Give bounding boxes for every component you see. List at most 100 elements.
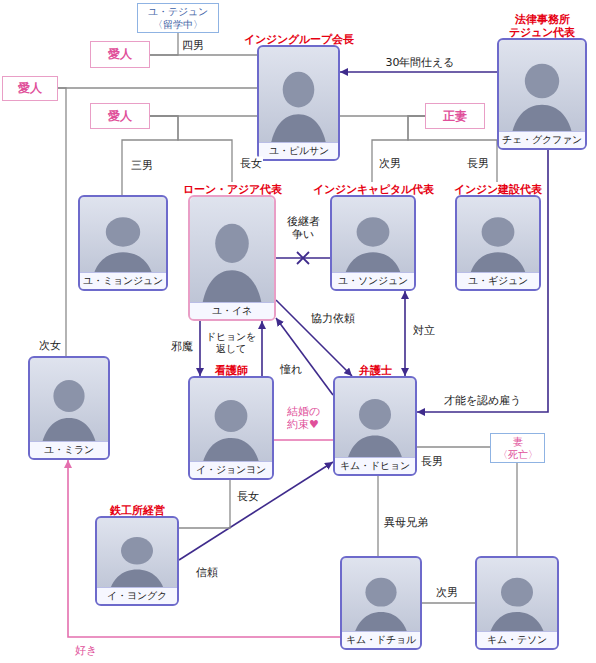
family-line	[516, 463, 517, 556]
relation-arrow	[417, 150, 548, 412]
portrait-frame: インジンキャピタル代表ユ・ソンジュン	[330, 195, 416, 291]
portrait-placeholder	[30, 358, 108, 458]
edge-label: 結婚の 約束♥	[283, 405, 323, 431]
edge-label: 30年間仕える	[385, 56, 456, 69]
portrait-frame: キム・ドチョル	[340, 556, 422, 650]
person-name: ユ・ギジュン	[468, 275, 528, 287]
person-name: イ・ヨングク	[107, 590, 167, 602]
relation-text: 〈死亡〉	[498, 448, 538, 461]
portrait-placeholder	[332, 197, 414, 289]
portrait-frame: ローン・アジア代表ユ・イネ	[188, 195, 276, 321]
relation-text: 〈留学中〉	[153, 18, 203, 31]
edge-label: 異母兄弟	[383, 516, 429, 529]
family-line	[179, 480, 230, 528]
relation-box: 愛人	[2, 76, 58, 101]
relation-box: 正妻	[425, 103, 485, 129]
person-name: チェ・グクファン	[502, 134, 582, 146]
edge-label: 三男	[130, 159, 154, 172]
name-plate: ユ・ピルサン	[259, 142, 338, 159]
relation-arrow	[179, 462, 333, 560]
affection-line	[68, 460, 340, 637]
relation-arrow	[340, 71, 497, 73]
person-name: ユ・ソンジュン	[338, 275, 408, 287]
name-plate: ユ・ソンジュン	[332, 272, 414, 289]
name-plate: チェ・グクファン	[499, 131, 585, 148]
relation-box: 愛人	[90, 103, 150, 129]
portrait-placeholder	[190, 197, 274, 319]
family-line	[417, 446, 490, 447]
portrait-frame: 法律事務所 テジュン代表チェ・グクファン	[497, 38, 587, 150]
relation-arrow	[404, 291, 406, 376]
name-plate: キム・ドヒョン	[335, 457, 415, 474]
person-name: キム・テソン	[487, 634, 547, 646]
edge-label: 長女	[239, 157, 263, 170]
edge-label: 協力依頼	[310, 312, 356, 325]
relation-text: ユ・テジュン	[148, 5, 208, 18]
edge-label: 次男	[378, 157, 402, 170]
relation-text: 愛人	[108, 109, 132, 124]
edge-label: 邪魔	[170, 340, 194, 353]
family-line	[150, 33, 178, 55]
relation-arrow	[276, 318, 333, 395]
portrait-placeholder	[80, 197, 166, 289]
relation-text: 妻	[513, 435, 523, 448]
portrait-frame: 看護師イ・ジョンヨン	[188, 376, 274, 480]
edge-label: 長女	[236, 490, 260, 503]
family-line	[150, 116, 232, 182]
person-name: キム・ドヒョン	[340, 460, 410, 472]
edge-label: 次男	[435, 586, 459, 599]
role-title: 鉄工所経営	[110, 504, 165, 517]
relation-arrow	[276, 257, 330, 259]
name-plate: ユ・イネ	[190, 302, 274, 319]
role-title: ローン・アジア代表	[183, 183, 282, 196]
role-title: 法律事務所 テジュン代表	[507, 13, 577, 39]
portrait-frame: 鉄工所経営イ・ヨングク	[95, 516, 179, 606]
portrait-frame: ユ・ミラン	[28, 356, 110, 460]
role-title: 看護師	[215, 364, 248, 377]
family-line	[58, 87, 257, 88]
role-title: インジンキャピタル代表	[313, 183, 434, 196]
family-line	[150, 54, 257, 55]
relation-text: 正妻	[443, 109, 467, 124]
edge-label: 四男	[181, 39, 205, 52]
portrait-placeholder	[457, 197, 539, 289]
relation-box: ユ・テジュン〈留学中〉	[137, 3, 219, 33]
name-plate: ユ・ミラン	[30, 441, 108, 458]
person-name: イ・ジョンヨン	[196, 464, 266, 476]
person-name: キム・ドチョル	[346, 634, 416, 646]
edge-label: 後継者 争い	[284, 215, 322, 241]
portrait-placeholder	[259, 47, 338, 159]
edge-label: 長男	[420, 455, 444, 468]
portrait-frame: キム・テソン	[475, 556, 559, 650]
relation-text: 愛人	[108, 47, 132, 62]
edge-label: 信頼	[195, 566, 219, 579]
role-title: 弁護士	[359, 364, 392, 377]
role-title: インジングループ会長	[244, 33, 354, 46]
portrait-frame: インジングループ会長ユ・ピルサン	[257, 45, 340, 161]
edge-label: 長男	[466, 157, 490, 170]
edge-label: ドヒョンを 返して	[204, 331, 258, 355]
role-title: インジン建設代表	[454, 183, 542, 196]
person-name: ユ・ピルサン	[269, 145, 329, 157]
name-plate: イ・ジョンヨン	[190, 461, 272, 478]
relation-box: 愛人	[90, 41, 150, 68]
name-plate: キム・ドチョル	[342, 631, 420, 648]
edge-label: 才能を認め雇う	[443, 394, 522, 407]
relation-arrow	[199, 321, 201, 376]
name-plate: キム・テソン	[477, 631, 557, 648]
family-line	[58, 88, 66, 356]
name-plate: ユ・ギジュン	[457, 272, 539, 289]
portrait-placeholder	[499, 40, 585, 148]
edge-label: 次女	[38, 339, 62, 352]
portrait-placeholder	[477, 558, 557, 648]
portrait-placeholder	[97, 518, 177, 604]
portrait-frame: ユ・ミョンジュン	[78, 195, 168, 291]
affection-line	[274, 439, 333, 441]
portrait-placeholder	[190, 378, 272, 478]
name-plate: イ・ヨングク	[97, 587, 177, 604]
relation-box: 妻〈死亡〉	[490, 433, 545, 463]
person-name: ユ・ミョンジュン	[83, 275, 163, 287]
relation-arrow	[261, 321, 263, 376]
